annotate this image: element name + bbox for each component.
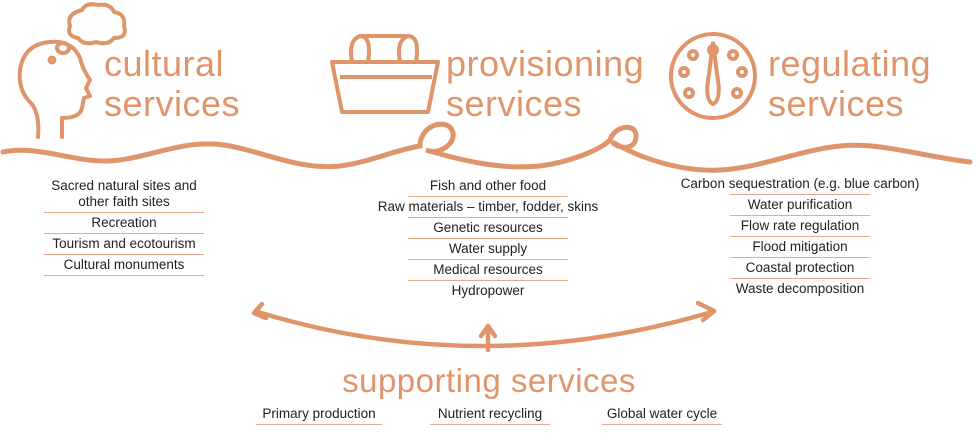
- basket-icon: [330, 34, 440, 114]
- regulating-title-line1: regulating: [768, 43, 932, 84]
- list-item: Cultural monuments: [44, 255, 204, 276]
- regulating-heading: regulating services: [768, 44, 931, 124]
- list-item: Genetic resources: [408, 217, 568, 239]
- list-item: Coastal protection: [730, 258, 870, 279]
- wave-line: [0, 121, 973, 173]
- list-item: Water supply: [408, 239, 568, 260]
- regulating-list: Carbon sequestration (e.g. blue carbon) …: [668, 174, 932, 299]
- list-item: Fish and other food: [408, 176, 568, 197]
- cultural-heading: cultural services: [104, 44, 240, 124]
- provisioning-title-line2: services: [446, 83, 583, 124]
- supporting-item-global-water-cycle: Global water cycle: [602, 406, 722, 425]
- list-item: Flow rate regulation: [730, 216, 870, 237]
- cultural-list: Sacred natural sites and other faith sit…: [44, 176, 204, 276]
- list-item: Medical resources: [408, 260, 568, 281]
- list-item: Hydropower: [451, 283, 525, 298]
- supporting-heading: supporting services: [342, 362, 636, 399]
- supporting-item-nutrient-recycling: Nutrient recycling: [430, 406, 550, 425]
- regulating-title-line2: services: [768, 83, 905, 124]
- list-item: Carbon sequestration (e.g. blue carbon): [680, 176, 920, 191]
- cultural-title-line2: services: [104, 83, 241, 124]
- list-item: Waste decomposition: [735, 281, 865, 296]
- provisioning-title-line1: provisioning: [446, 43, 645, 84]
- supporting-arrows: [251, 300, 717, 353]
- list-item: Flood mitigation: [730, 237, 870, 258]
- cultural-title-line1: cultural: [104, 43, 225, 84]
- gauge-icon: [669, 32, 757, 120]
- list-item: Water purification: [730, 194, 870, 216]
- head-thought-icon: [17, 2, 127, 139]
- list-item: Recreation: [44, 213, 204, 234]
- list-item: Tourism and ecotourism: [44, 234, 204, 255]
- list-item: Raw materials – timber, fodder, skins: [377, 199, 599, 214]
- provisioning-heading: provisioning services: [446, 44, 644, 124]
- provisioning-list: Fish and other food Raw materials – timb…: [368, 176, 608, 301]
- list-item: Sacred natural sites and other faith sit…: [44, 176, 204, 213]
- supporting-item-primary-production: Primary production: [256, 406, 382, 425]
